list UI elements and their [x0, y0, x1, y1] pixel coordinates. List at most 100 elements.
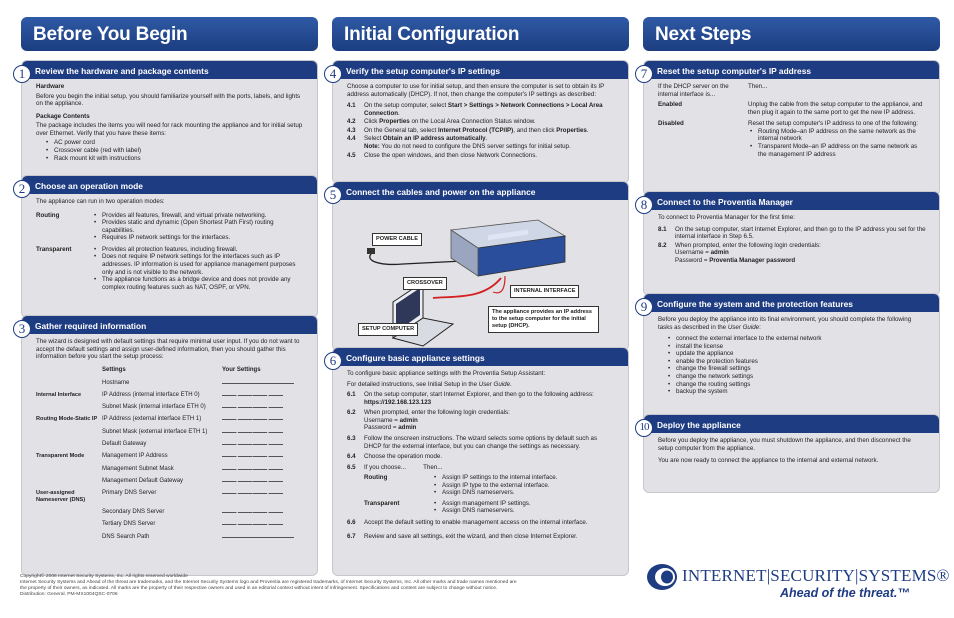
row-fill-in-blank[interactable]: ... [222, 389, 305, 401]
step-item: 4.5 Close the open windows, and then clos… [347, 152, 616, 160]
section-connect-manager: 8 Connect to the Proventia Manager To co… [635, 191, 940, 296]
section-reset-ip: 7 Reset the setup computer's IP address … [635, 60, 940, 196]
row-fill-in-blank[interactable]: ... [222, 476, 305, 488]
column-header-your-settings: Your Settings [222, 367, 261, 374]
section-basic-settings: 6 Configure basic appliance settings To … [324, 347, 629, 576]
transparent-label: Transparent [364, 499, 400, 507]
row-fill-in-blank[interactable]: ... [222, 402, 305, 414]
step-text: Accept the default setting to enable man… [364, 519, 588, 526]
row-fill-in-blank[interactable]: ... [222, 506, 305, 518]
crossover-cable [432, 277, 502, 299]
table-row: Hostname [36, 377, 305, 389]
row-group-label: Internal Interface [36, 391, 82, 398]
routing-label: Routing [36, 211, 60, 219]
row-fill-in-blank[interactable]: ... [222, 426, 305, 438]
row-setting: Management Default Gateway [102, 478, 184, 484]
table-row: Default Gateway... [36, 439, 305, 451]
list-item: Assign management IP settings. [432, 500, 531, 508]
step-number: 6.4 [347, 453, 356, 461]
section-title: Deploy the appliance [657, 420, 741, 430]
list-item: Provides all features, firewall, and vir… [92, 212, 305, 220]
row-setting: Subnet Mask (external interface ETH 1) [102, 428, 208, 435]
list-item: connect the external interface to the ex… [666, 335, 927, 343]
row-setting: IP Address (internal interface ETH 0) [102, 391, 200, 398]
power-plug-icon [367, 248, 375, 254]
iss-globe-icon [647, 564, 677, 590]
step-text: Close the open windows, and then close N… [364, 151, 538, 159]
appliance-icon [449, 219, 567, 277]
footer-line: Distribution: General. PM-MX1004QSC-0706 [20, 592, 118, 598]
section-operation-mode: 2 Choose an operation mode The appliance… [13, 175, 318, 318]
step-number: 4.5 [347, 151, 356, 159]
row-setting: IP Address (external interface ETH 1) [102, 416, 202, 423]
row-group-label: Transparent Mode [36, 453, 85, 460]
row-setting: Tertiary DNS Server [102, 521, 156, 528]
configure-task-list: connect the external interface to the ex… [666, 335, 927, 396]
section-title: Review the hardware and package contents [35, 66, 209, 76]
row-fill-in-blank[interactable]: ... [222, 519, 305, 531]
row-fill-in-blank[interactable]: ... [222, 488, 305, 507]
list-item: Crossover cable (red with label) [44, 147, 305, 155]
column-header-settings: Settings [102, 367, 126, 374]
step-number-8: 8 [635, 196, 653, 214]
hardware-label: Hardware [36, 83, 65, 90]
header-next-steps: Next Steps [643, 17, 940, 51]
row-group-label: User-assigned Nameserver (DNS) [36, 490, 86, 504]
row-fill-in-blank[interactable]: ... [222, 439, 305, 451]
laptop-icon [391, 281, 455, 347]
section-gather-info: 3 Gather required information The wizard… [13, 315, 318, 576]
row-setting: Secondary DNS Server [102, 508, 165, 515]
step-number-10: 10 [635, 419, 653, 437]
routing-label: Routing [364, 474, 388, 482]
row-fill-in-blank[interactable]: ... [222, 414, 305, 426]
row-fill-in-blank[interactable] [222, 377, 305, 389]
step-number-7: 7 [635, 65, 653, 83]
manager-intro: To connect to Proventia Manager for the … [658, 214, 795, 221]
step-number: 6.7 [347, 532, 356, 540]
list-item: The appliance functions as a bridge devi… [92, 276, 305, 291]
step-number-5: 5 [324, 186, 342, 204]
footer-line: Internet Security Systems and Ahead of t… [20, 580, 517, 586]
section-title: Configure the system and the protection … [657, 299, 853, 309]
iss-logo: INTERNET|SECURITY|SYSTEMS® Ahead of the … [646, 563, 949, 607]
table-row: User-assigned Nameserver (DNS)Primary DN… [36, 488, 305, 507]
table-row: Secondary DNS Server... [36, 506, 305, 518]
reset-then-label: Then... [748, 83, 768, 90]
step-number: 4.4 [347, 135, 356, 143]
section-verify-ip: 4 Verify the setup computer's IP setting… [324, 60, 629, 184]
list-item: Assign IP type to the external interface… [432, 482, 557, 490]
list-item: change the routing settings [666, 381, 927, 389]
list-item: update the appliance [666, 350, 927, 358]
row-setting: DNS Search Path [102, 533, 150, 540]
step-number: 8.1 [658, 225, 667, 233]
package-label: Package Contents [36, 112, 90, 120]
row-setting: Default Gateway [102, 441, 147, 448]
row-fill-in-blank[interactable]: ... [222, 463, 305, 475]
disabled-text: Reset the setup computer's IP address to… [748, 120, 918, 128]
section-title: Reset the setup computer's IP address [657, 66, 812, 76]
step-number-3: 3 [13, 320, 31, 338]
verify-intro: Choose a computer to use for initial set… [347, 83, 605, 98]
step-number: 4.1 [347, 102, 356, 110]
row-fill-in-blank[interactable] [222, 531, 305, 543]
row-group-label: Routing Mode-Static IP [36, 416, 98, 423]
row-fill-in-blank[interactable]: ... [222, 451, 305, 463]
company-name: INTERNET|SECURITY|SYSTEMS® [682, 566, 950, 585]
list-item: Provides all protection features, includ… [92, 246, 305, 254]
list-item: Rack mount kit with instructions [44, 155, 305, 163]
table-row: Subnet Mask (internal interface ETH 0)..… [36, 402, 305, 414]
list-item: change the firewall settings [666, 365, 927, 373]
footer-line: the property of their owners, as indicat… [20, 586, 498, 592]
list-item: Transparent Mode–an IP address on the sa… [748, 143, 927, 158]
section-title: Verify the setup computer's IP settings [346, 66, 501, 76]
step-number: 6.1 [347, 391, 356, 399]
row-group-label [36, 463, 102, 475]
configure-intro: Before you deploy the appliance into its… [658, 316, 912, 331]
